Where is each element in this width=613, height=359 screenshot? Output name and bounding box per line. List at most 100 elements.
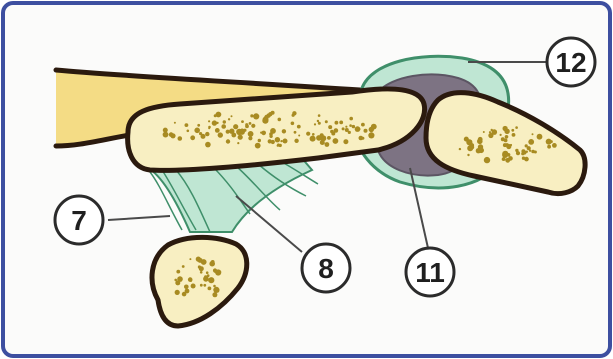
marrow-dot — [489, 131, 491, 133]
marrow-dot — [241, 120, 244, 123]
marrow-dot — [314, 123, 316, 125]
marrow-dot — [215, 269, 221, 275]
marrow-dot — [342, 127, 345, 130]
marrow-dot — [508, 156, 513, 161]
marrow-dot — [170, 133, 175, 138]
marrow-dot — [190, 279, 193, 282]
marrow-dot — [237, 142, 239, 144]
marrow-dot — [306, 132, 310, 136]
marrow-dot — [525, 144, 528, 147]
marrow-dot — [282, 129, 286, 133]
marrow-dot — [223, 120, 226, 123]
marrow-dot — [174, 122, 176, 124]
marrow-dot — [208, 127, 210, 129]
marrow-dot — [208, 120, 210, 122]
marrow-dot — [218, 132, 223, 137]
marrow-dot — [339, 121, 343, 125]
marrow-dot — [200, 271, 203, 274]
marrow-dot — [233, 124, 238, 129]
marrow-dot — [228, 118, 230, 120]
marrow-dot — [492, 129, 498, 135]
marrow-dot — [349, 117, 353, 121]
callout-label-8: 8 — [318, 253, 334, 284]
marrow-dot — [216, 112, 222, 118]
marrow-dot — [352, 125, 355, 128]
marrow-dot — [512, 133, 516, 137]
marrow-dot — [271, 111, 275, 115]
marrow-dot — [189, 258, 191, 260]
marrow-dot — [239, 129, 245, 135]
marrow-dot — [335, 121, 339, 125]
marrow-dot — [212, 292, 217, 297]
marrow-dot — [251, 124, 255, 128]
marrow-dot — [550, 140, 553, 143]
marrow-dot — [505, 143, 508, 146]
marrow-dot — [207, 274, 210, 277]
marrow-dot — [529, 150, 531, 152]
marrow-dot — [264, 115, 268, 119]
marrow-dot — [191, 284, 196, 289]
marrow-dot — [250, 114, 253, 117]
marrow-dot — [203, 284, 206, 287]
callout-label-7: 7 — [71, 205, 87, 236]
marrow-dot — [221, 124, 226, 129]
marrow-dot — [231, 133, 236, 138]
marrow-dot — [279, 144, 282, 147]
marrow-dot — [369, 127, 374, 132]
marrow-dot — [484, 157, 490, 163]
marrow-dot — [320, 133, 324, 137]
marrow-dot — [238, 135, 243, 140]
marrow-dot — [361, 123, 365, 127]
marrow-dot — [177, 276, 183, 282]
marrow-dot — [552, 143, 557, 148]
marrow-dot — [185, 123, 189, 127]
marrow-dot — [260, 132, 262, 134]
marrow-dot — [320, 140, 325, 145]
marrow-dot — [249, 122, 252, 125]
marrow-dot — [182, 265, 185, 268]
marrow-dot — [176, 270, 180, 274]
marrow-dot — [532, 133, 534, 135]
marrow-dot — [504, 139, 508, 143]
marrow-dot — [471, 146, 475, 150]
marrow-dot — [205, 142, 211, 148]
marrow-dot — [459, 148, 461, 150]
marrow-dot — [318, 122, 321, 125]
marrow-dot — [298, 135, 300, 137]
marrow-dot — [467, 154, 469, 156]
marrow-dot — [325, 120, 328, 123]
marrow-dot — [325, 142, 330, 147]
marrow-dot — [269, 135, 272, 138]
marrow-dot — [248, 136, 252, 140]
marrow-dot — [178, 136, 183, 141]
marrow-dot — [547, 145, 551, 149]
marrow-dot — [270, 128, 276, 134]
marrow-dot — [294, 131, 297, 134]
marrow-dot — [208, 287, 212, 291]
marrow-dot — [231, 115, 233, 117]
marrow-dot — [291, 122, 295, 126]
marrow-dot — [280, 140, 282, 142]
marrow-dot — [226, 139, 230, 143]
marrow-dot — [198, 265, 201, 268]
marrow-dot — [505, 151, 508, 154]
marrow-dot — [522, 157, 525, 160]
marrow-dot — [310, 136, 316, 142]
marrow-dot — [503, 126, 508, 131]
marrow-dot — [194, 128, 200, 134]
marrow-dot — [198, 258, 203, 263]
marrow-dot — [215, 128, 220, 133]
marrow-dot — [283, 139, 288, 144]
marrow-dot — [318, 114, 321, 117]
marrow-dot — [292, 114, 295, 117]
marrow-dot — [275, 137, 280, 142]
marrow-dot — [268, 139, 272, 143]
marrow-dot — [528, 139, 534, 145]
callout-12: 12 — [547, 38, 595, 86]
marrow-dot — [255, 143, 261, 149]
marrow-dot — [216, 122, 218, 124]
marrow-dot — [205, 132, 209, 136]
marrow-dot — [208, 277, 214, 283]
marrow-dot — [253, 113, 259, 119]
